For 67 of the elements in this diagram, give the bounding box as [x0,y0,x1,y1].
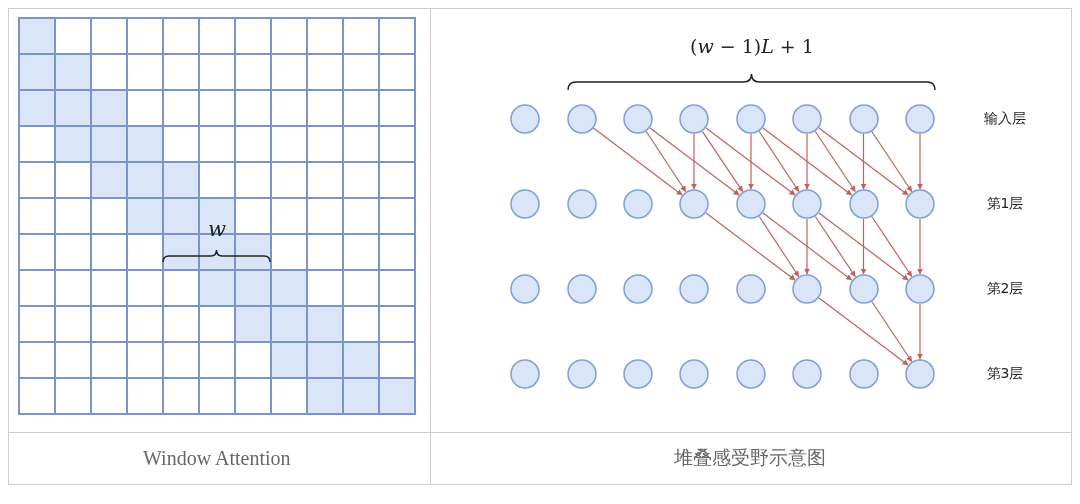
arrow [649,127,740,196]
arrow [804,133,810,190]
arrow [871,130,913,193]
arrow [818,212,909,281]
neuron-circle [848,104,879,134]
arrow [917,303,923,360]
neuron-circle [736,359,766,389]
arrow [762,212,853,281]
arrow [705,212,796,281]
neuron-circle [510,189,540,219]
arrow [691,133,697,190]
caption: Window Attention [143,446,291,470]
neuron-circle [679,359,709,389]
neuron-circle [679,104,709,134]
neuron-circle [905,359,935,389]
neuron-circle [566,104,597,134]
arrow [701,130,744,193]
caption: 堆叠感受野示意图 [674,445,826,470]
neuron-circle [623,359,653,389]
neuron-circle [905,104,935,134]
neuron-circle [566,189,597,219]
arrow [917,218,923,275]
arrow [917,133,923,190]
neuron-circle [905,274,935,304]
neuron-circle [566,359,597,389]
neuron-circle [566,274,597,304]
layer-label: 第3层 [986,365,1024,383]
arrow [814,215,856,278]
arrow [758,130,800,193]
neuron-circle [848,189,879,219]
neuron-circle [679,189,709,219]
arrow [804,218,810,275]
layer-label: 第1层 [986,195,1024,213]
arrow [818,297,909,366]
arrow [762,127,853,196]
neuron-circle [679,274,709,304]
neuron-circle [510,104,540,134]
arrow [871,300,913,363]
neuron-circle [792,274,822,304]
layer-label: 第2层 [986,280,1024,298]
arrow [758,215,800,278]
arrow [705,127,796,196]
window-size-label: w [208,217,226,241]
arrow [592,127,683,196]
neuron-circle [905,189,935,219]
arrow [871,215,913,278]
neuron-circle [792,359,822,389]
dimension-formula: (w − 1)L + 1 [690,35,814,57]
arrow [814,130,856,193]
neuron-circle [510,274,540,304]
neuron-circle [623,104,653,134]
neuron-circle [736,104,766,134]
arrow [748,133,754,190]
neuron-circle [510,359,540,389]
neuron-circle [623,189,653,219]
arrow [860,218,867,275]
neuron-circle [848,274,879,304]
arrow [818,127,909,196]
neuron-circle [736,274,766,304]
layer-label: 输入层 [984,110,1026,128]
neuron-circle [848,359,879,389]
neuron-circle [736,189,766,219]
arrow [860,133,867,190]
neuron-circle [792,104,822,134]
neuron-circle [623,274,653,304]
neuron-circle [792,189,822,219]
arrow [645,130,687,193]
